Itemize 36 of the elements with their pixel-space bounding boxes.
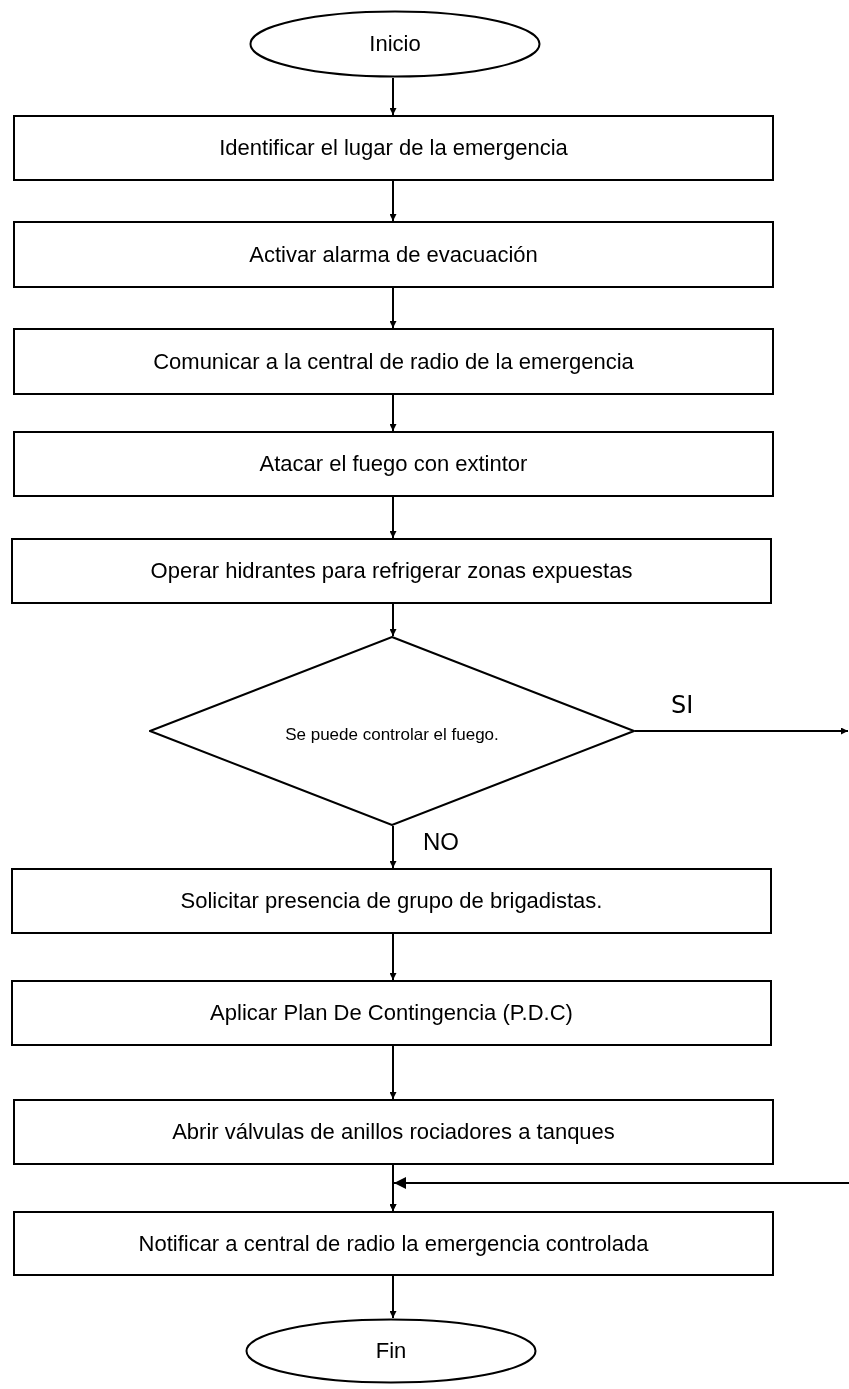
process-box — [11, 868, 772, 934]
process-box — [13, 115, 774, 181]
decision-diamond — [149, 636, 635, 826]
terminal-ellipse — [245, 1318, 537, 1384]
node-text: Fin — [375, 1337, 407, 1365]
node-text: Operar hidrantes para refrigerar zonas expuestas — [150, 557, 633, 585]
node-text: Atacar el fuego con extintor — [259, 450, 528, 478]
node-text: Notificar a central de radio la emergencia controlada — [138, 1229, 649, 1258]
node-text: Solicitar presencia de grupo de brigadistas. — [180, 887, 603, 915]
process-box — [13, 1211, 774, 1276]
node-text: Inicio — [369, 30, 421, 58]
arrow — [389, 1177, 849, 1212]
arrow — [389, 287, 397, 329]
arrow — [389, 933, 397, 981]
terminal-ellipse — [249, 10, 541, 78]
node-text: Abrir válvulas de anillos rociadores a tanques — [172, 1118, 615, 1146]
node-text: Identificar el lugar de la emergencia — [219, 134, 568, 162]
arrow — [634, 727, 849, 735]
process-box — [11, 538, 772, 604]
arrow — [389, 180, 397, 222]
node-text: Se puede controlar el fuego. — [284, 723, 500, 746]
arrow — [389, 77, 397, 116]
process-box — [13, 1099, 774, 1165]
process-box — [13, 221, 774, 288]
process-box — [11, 980, 772, 1046]
process-box — [13, 431, 774, 497]
node-text: Aplicar Plan De Contingencia (P.D.C) — [210, 999, 573, 1027]
process-box — [13, 328, 774, 395]
arrow — [389, 1275, 397, 1319]
arrow — [389, 825, 397, 869]
arrow — [389, 394, 397, 432]
arrow — [389, 496, 397, 539]
arrow — [389, 1045, 397, 1100]
node-text: Comunicar a la central de radio de la emergencia — [153, 347, 634, 376]
arrow — [389, 603, 397, 637]
node-text: Activar alarma de evacuación — [249, 240, 538, 269]
